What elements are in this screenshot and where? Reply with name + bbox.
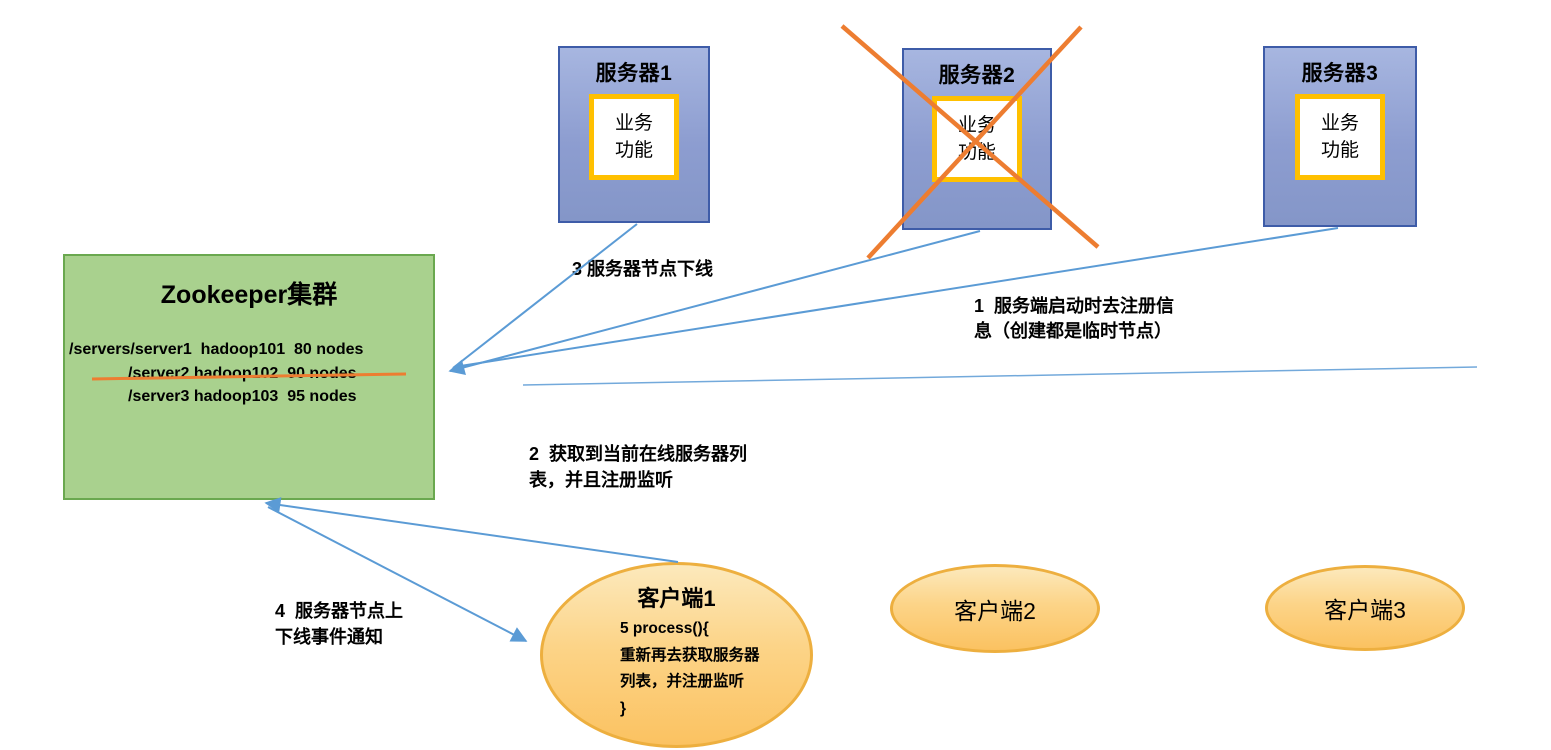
connector-client1-to-zookeeper-arrow bbox=[264, 497, 679, 563]
client-1-code-line: 5 process(){ bbox=[620, 620, 709, 637]
client-ellipse-3: 客户端3 bbox=[1265, 565, 1465, 651]
server-1-business-function-box: 业务 功能 bbox=[589, 94, 679, 180]
connector-server3-to-zookeeper bbox=[453, 227, 1339, 368]
label-step3-line: 3 服务器节点下线 bbox=[572, 259, 714, 279]
znode-server3: /server3 hadoop103 95 nodes bbox=[128, 388, 357, 405]
connector-server2-to-zookeeper-arrow bbox=[448, 230, 981, 376]
label-step3-server-offline: 3 服务器节点下线 bbox=[572, 256, 713, 282]
client-1-process-code: 5 process(){ 重新再去获取服务器 列表，并注册监听 } bbox=[620, 616, 810, 722]
server-box-1: 服务器1 业务 功能 bbox=[558, 46, 710, 223]
znode-server1: /servers/server1 hadoop101 80 nodes bbox=[69, 341, 364, 358]
business-function-line-2: 功能 bbox=[957, 142, 996, 163]
server-1-title: 服务器1 bbox=[595, 62, 673, 85]
business-function-line-1: 业务 bbox=[1320, 113, 1359, 134]
server-box-3: 服务器3 业务 功能 bbox=[1263, 46, 1417, 227]
business-function-line-1: 业务 bbox=[614, 113, 653, 134]
connector-register-long-line bbox=[522, 366, 1478, 386]
label-step1-line: 息（创建都是临时节点） bbox=[974, 321, 1172, 341]
client-ellipse-1: 客户端1 5 process(){ 重新再去获取服务器 列表，并注册监听 } bbox=[540, 562, 813, 748]
connector-server1-to-zookeeper bbox=[452, 223, 638, 369]
server-box-2: 服务器2 业务 功能 bbox=[902, 48, 1052, 230]
label-step1-register-info: 1 服务端启动时去注册信 息（创建都是临时节点） bbox=[974, 294, 1174, 344]
znode-list: /servers/server1 hadoop101 80 nodes /ser… bbox=[65, 338, 433, 409]
server-2-business-function-box: 业务 功能 bbox=[932, 96, 1022, 182]
zookeeper-title: Zookeeper集群 bbox=[160, 281, 338, 309]
server-3-title: 服务器3 bbox=[1301, 62, 1379, 85]
label-step2-fetch-server-list: 2 获取到当前在线服务器列 表，并且注册监听 bbox=[529, 441, 747, 493]
client-ellipse-2: 客户端2 bbox=[890, 564, 1100, 653]
business-function-line-2: 功能 bbox=[614, 140, 653, 161]
client-1-code-line: 列表，并注册监听 bbox=[620, 673, 745, 690]
server-3-business-function-box: 业务 功能 bbox=[1295, 94, 1385, 180]
client-3-title: 客户端3 bbox=[1324, 597, 1406, 623]
label-step2-line: 表，并且注册监听 bbox=[529, 470, 673, 490]
client-1-code-line: } bbox=[620, 699, 627, 717]
client-1-code-line: 重新再去获取服务器 bbox=[620, 646, 760, 664]
business-function-line-1: 业务 bbox=[957, 115, 996, 136]
label-step1-line: 1 服务端启动时去注册信 bbox=[974, 296, 1175, 316]
label-step4-line: 下线事件通知 bbox=[275, 627, 383, 647]
znode-server2-struck: /server2 hadoop102 90 nodes bbox=[128, 364, 357, 382]
business-function-line-2: 功能 bbox=[1320, 140, 1359, 161]
label-step4-line: 4 服务器节点上 bbox=[275, 601, 404, 621]
client-1-title: 客户端1 bbox=[637, 586, 716, 611]
zookeeper-cluster-box: Zookeeper集群 /servers/server1 hadoop101 8… bbox=[63, 254, 435, 500]
label-step2-line: 2 获取到当前在线服务器列 bbox=[529, 444, 748, 464]
server-2-title: 服务器2 bbox=[938, 64, 1016, 87]
client-2-title: 客户端2 bbox=[954, 597, 1036, 624]
label-step4-notify-event: 4 服务器节点上 下线事件通知 bbox=[275, 598, 403, 650]
